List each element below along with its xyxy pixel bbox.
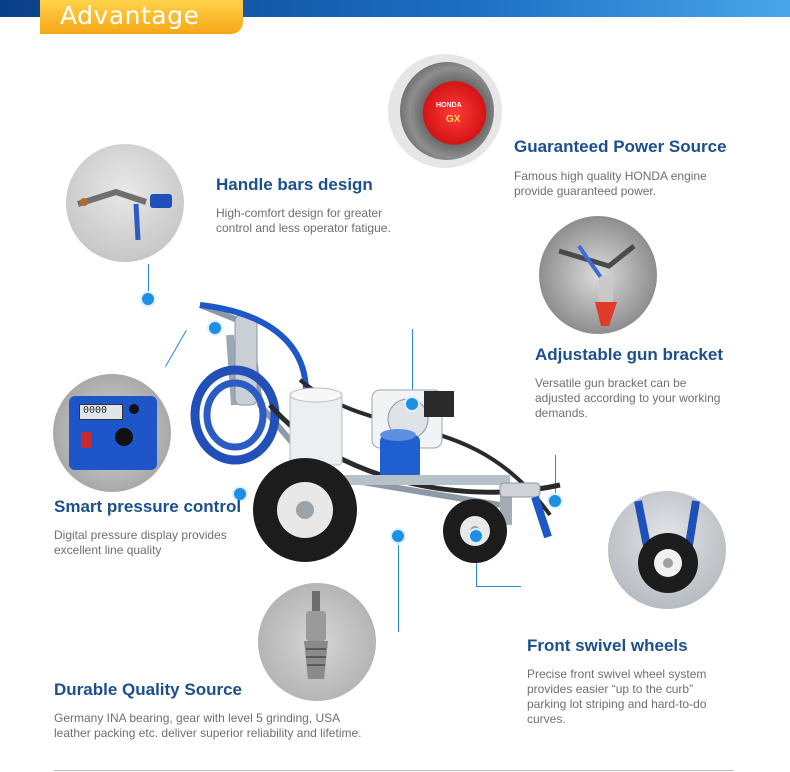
connector-line (555, 455, 556, 495)
hotspot-engine[interactable] (404, 396, 420, 412)
wheels-desc: Precise front swivel wheel system provid… (527, 667, 707, 726)
hotspot-wheel[interactable] (468, 528, 484, 544)
durable-desc: Germany INA bearing, gear with level 5 g… (54, 711, 362, 740)
pressure-desc: Digital pressure display provides excell… (54, 528, 227, 557)
gun-title: Adjustable gun bracket (535, 345, 723, 364)
hotspot-pressure[interactable] (232, 486, 248, 502)
line-striper-machine (190, 302, 561, 563)
gun-desc: Versatile gun bracket can be adjusted ac… (535, 376, 721, 420)
connector-line (476, 540, 477, 586)
hotspot-nozzle[interactable] (390, 528, 406, 544)
engine-model-text: GX (446, 114, 461, 125)
tab-label: Advantage (60, 1, 200, 30)
hotspot-handle[interactable] (140, 291, 156, 307)
handle-bars-image (66, 144, 184, 262)
durable-title: Durable Quality Source (54, 680, 242, 699)
connector-line (148, 264, 149, 300)
swivel-wheel-image (608, 491, 726, 609)
pressure-control-image: 0000 (53, 374, 171, 492)
handle-title: Handle bars design (216, 175, 373, 194)
gun-bracket-image (539, 216, 657, 334)
hotspot-handle-2[interactable] (207, 320, 223, 336)
pressure-readout: 0000 (83, 405, 108, 416)
advantage-tab: Advantage (40, 0, 243, 34)
engine-logo-text: HONDA (436, 102, 462, 109)
bottom-divider (54, 770, 734, 771)
nozzle-image (258, 583, 376, 701)
connector-line (412, 329, 413, 399)
connector-line (398, 545, 399, 632)
engine-image: HONDA GX (388, 54, 502, 168)
connector-line (476, 586, 521, 587)
power-title: Guaranteed Power Source (514, 137, 727, 156)
wheels-title: Front swivel wheels (527, 636, 688, 655)
hotspot-gun[interactable] (547, 493, 563, 509)
power-desc: Famous high quality HONDA engine provide… (514, 169, 707, 198)
pressure-title: Smart pressure control (54, 497, 242, 516)
handle-desc: High-comfort design for greater control … (216, 206, 391, 235)
